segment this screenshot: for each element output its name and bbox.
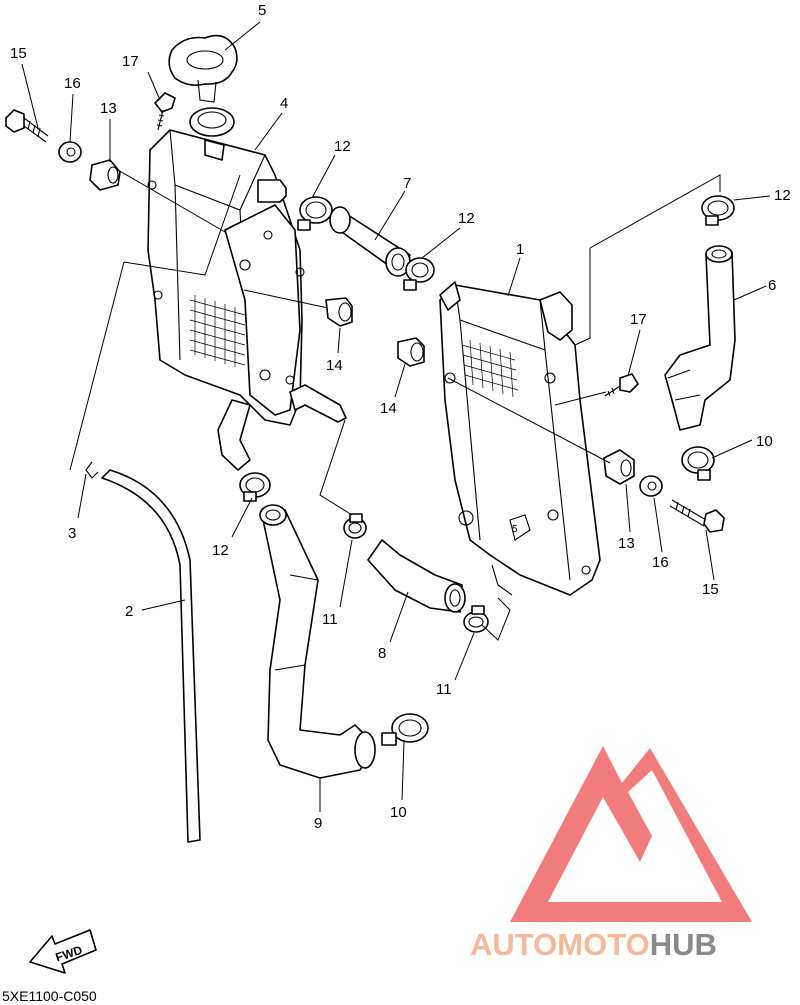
left-upper-outlet <box>257 179 287 203</box>
callout-6: 6 <box>768 277 776 294</box>
hose-clamp-12-d[interactable] <box>239 472 271 502</box>
callout-12: 12 <box>458 210 475 227</box>
callout-4: 4 <box>280 95 288 112</box>
brand-logo-icon <box>510 746 752 922</box>
callout-12: 12 <box>212 542 229 559</box>
svg-text:AUTOMOTOHUB: AUTOMOTOHUB <box>470 927 717 962</box>
hose-7[interactable] <box>329 206 411 277</box>
hose-clamp-10-b[interactable] <box>381 713 429 746</box>
callout-15: 15 <box>702 581 719 598</box>
hose-6[interactable] <box>664 245 736 431</box>
brand-name-part1: AUTOMOTO <box>470 927 650 962</box>
hose-9[interactable] <box>259 504 376 779</box>
callout-15: 15 <box>10 45 27 62</box>
hose-clamp-12-c[interactable] <box>701 195 735 226</box>
bolt-15-right[interactable] <box>669 499 725 533</box>
svg-text:5: 5 <box>512 524 518 535</box>
brand-watermark: AUTOMOTOHUB <box>470 746 752 962</box>
callout-12: 12 <box>334 138 351 155</box>
callout-14: 14 <box>380 400 397 417</box>
right-radiator-core <box>461 339 519 398</box>
washer-16-left[interactable] <box>58 141 82 163</box>
grommet-13-left[interactable] <box>89 159 121 191</box>
callout-17: 17 <box>630 311 647 328</box>
collar-14-left[interactable] <box>325 297 353 327</box>
callout-10: 10 <box>390 804 407 821</box>
hose-clamp-12-b[interactable] <box>403 257 435 291</box>
brand-name-part2: HUB <box>650 927 717 962</box>
callout-14: 14 <box>326 357 343 374</box>
short-hose-left[interactable] <box>217 399 251 471</box>
callout-11: 11 <box>436 681 452 698</box>
hose-clamp-12-a[interactable] <box>297 196 333 231</box>
lead-lines <box>21 21 771 812</box>
radiator-cap[interactable] <box>168 34 238 103</box>
callout-16: 16 <box>652 554 669 571</box>
callout-7: 7 <box>403 175 411 192</box>
callout-16: 16 <box>64 75 81 92</box>
left-lower-outlet <box>289 384 347 423</box>
hose-8[interactable] <box>367 539 466 613</box>
callout-13: 13 <box>618 535 635 552</box>
callout-17: 17 <box>122 53 139 70</box>
callout-1: 1 <box>516 241 524 258</box>
callout-10: 10 <box>756 433 773 450</box>
callout-8: 8 <box>378 645 386 662</box>
callout-12: 12 <box>774 187 791 204</box>
callout-5: 5 <box>258 2 266 19</box>
bolt-15-left[interactable] <box>5 109 49 143</box>
washer-16-right[interactable] <box>639 475 663 497</box>
collar-14-right[interactable] <box>397 337 425 367</box>
grommet-13-right[interactable] <box>603 449 635 485</box>
bolt-17-right[interactable] <box>604 373 639 397</box>
left-radiator[interactable] <box>147 107 347 426</box>
breather-pipe-2[interactable] <box>101 469 201 843</box>
bolt-17-top[interactable] <box>154 92 176 131</box>
hose-clamp-10-a[interactable] <box>681 446 715 481</box>
callout-2: 2 <box>125 603 133 620</box>
callout-11: 11 <box>322 611 338 628</box>
callout-labels: 5 4 17 15 16 13 12 7 12 1 12 6 14 14 17 … <box>10 2 791 832</box>
clip-3[interactable] <box>85 461 99 479</box>
left-radiator-bracket <box>224 204 301 416</box>
right-upper-inlet <box>539 291 573 341</box>
right-radiator[interactable]: 5 <box>439 281 601 596</box>
fwd-arrow: FWD <box>29 929 97 974</box>
hose-clamp-11-a[interactable] <box>343 513 367 539</box>
diagram-code: 5XE1100-C050 <box>2 988 97 1004</box>
left-radiator-core <box>189 295 246 367</box>
callout-13: 13 <box>100 100 117 117</box>
callout-3: 3 <box>68 525 76 542</box>
callout-9: 9 <box>314 815 322 832</box>
hose-clamp-11-b[interactable] <box>463 605 489 633</box>
